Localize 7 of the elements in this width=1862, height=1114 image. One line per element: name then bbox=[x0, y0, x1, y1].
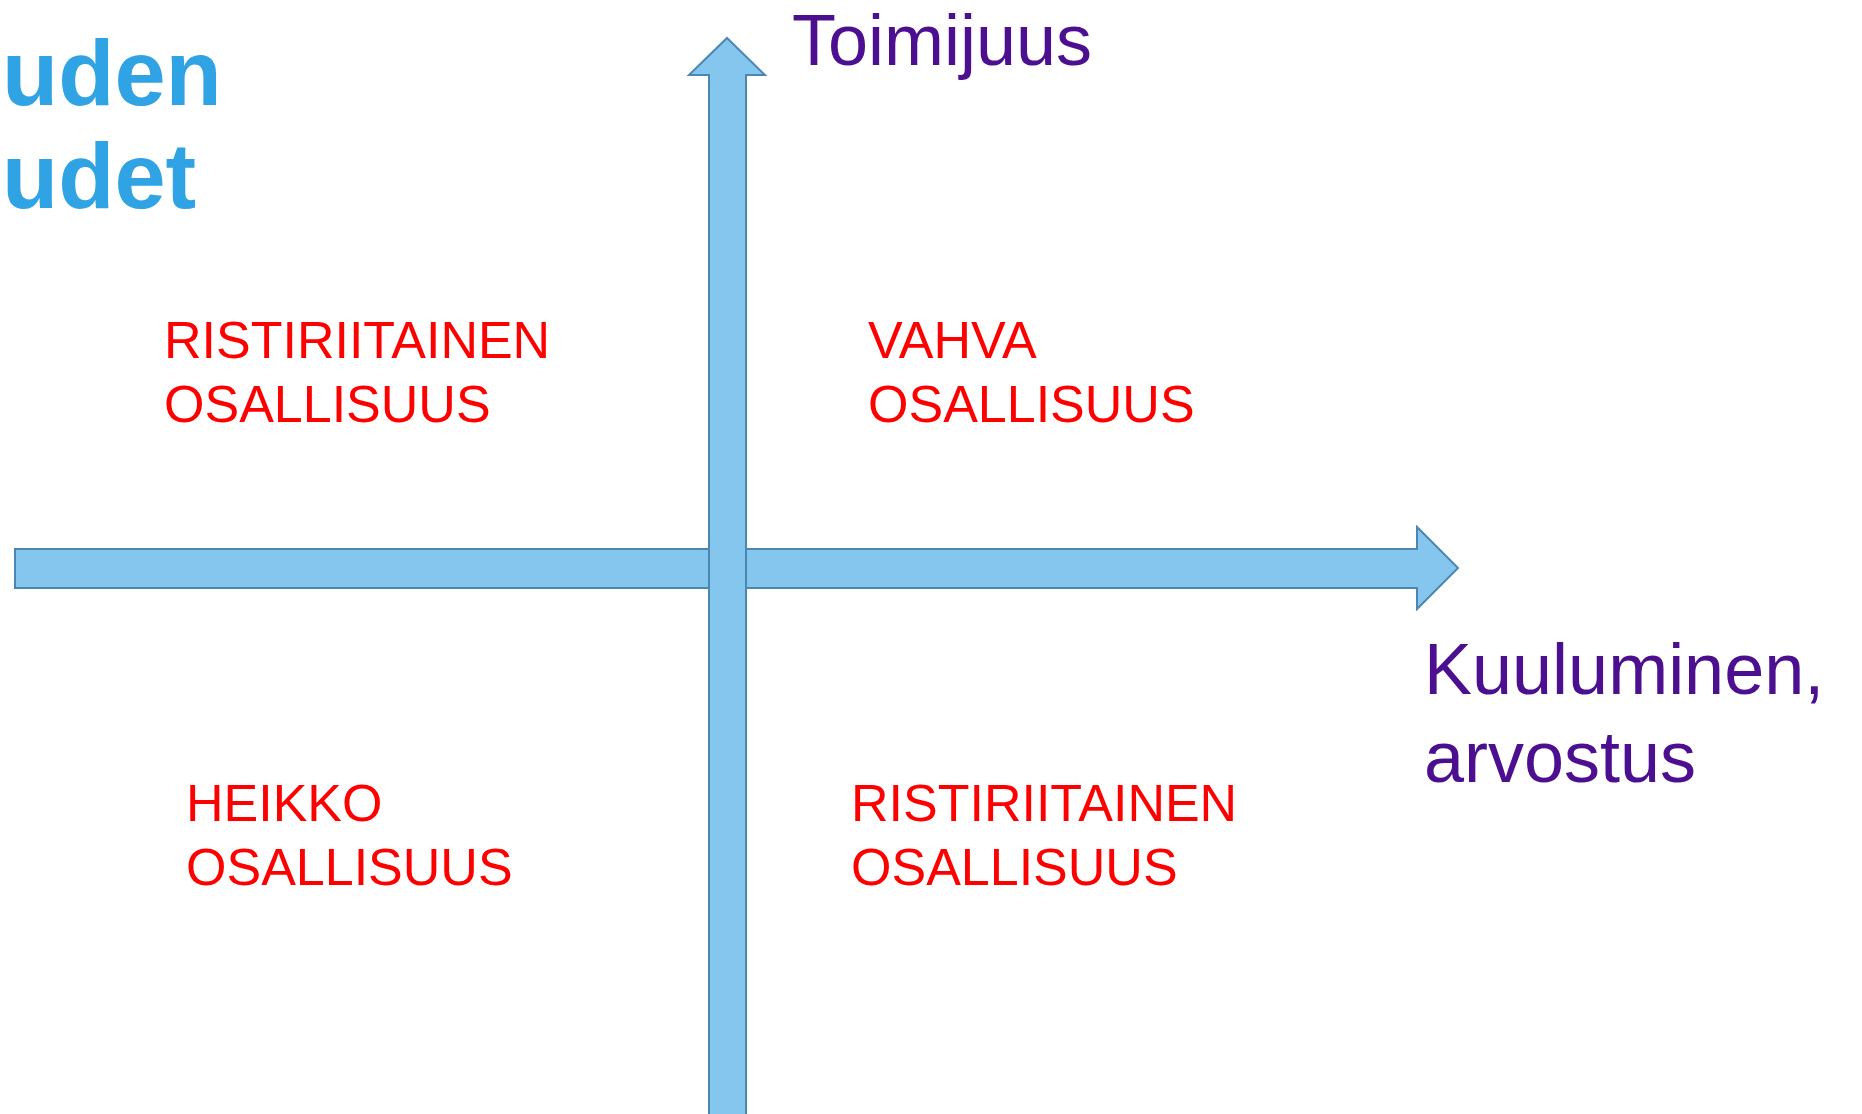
title: uden udet bbox=[2, 22, 222, 228]
quadrant-label: RISTIRIITAINEN OSALLISUUS bbox=[851, 773, 1238, 898]
axis-label: Toimijuus bbox=[792, 0, 1093, 82]
axis-label: Kuuluminen, arvostus bbox=[1424, 628, 1825, 799]
quadrant-label: VAHVA OSALLISUUS bbox=[868, 310, 1195, 435]
quadrant-label: HEIKKO OSALLISUUS bbox=[186, 773, 513, 898]
quadrant-label: RISTIRIITAINEN OSALLISUUS bbox=[164, 310, 551, 435]
